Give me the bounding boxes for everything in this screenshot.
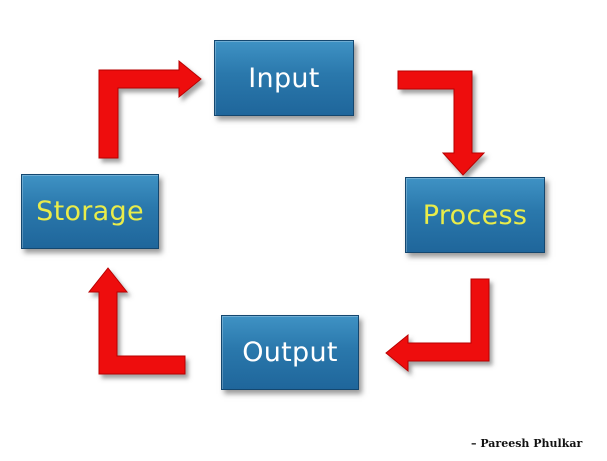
arrow-storage-to-input (98, 59, 202, 159)
node-input: Input (214, 40, 354, 116)
node-process-label: Process (422, 199, 528, 231)
arrow-output-to-storage (87, 267, 186, 375)
arrow-input-to-process (397, 70, 486, 176)
node-input-label: Input (248, 62, 320, 94)
node-storage: Storage (21, 174, 159, 249)
node-process: Process (405, 177, 545, 253)
node-output: Output (221, 315, 359, 390)
node-storage-label: Storage (36, 196, 144, 227)
arrow-process-to-output (385, 278, 490, 373)
author-credit: – Pareesh Phulkar (471, 437, 583, 450)
node-output-label: Output (242, 337, 338, 368)
